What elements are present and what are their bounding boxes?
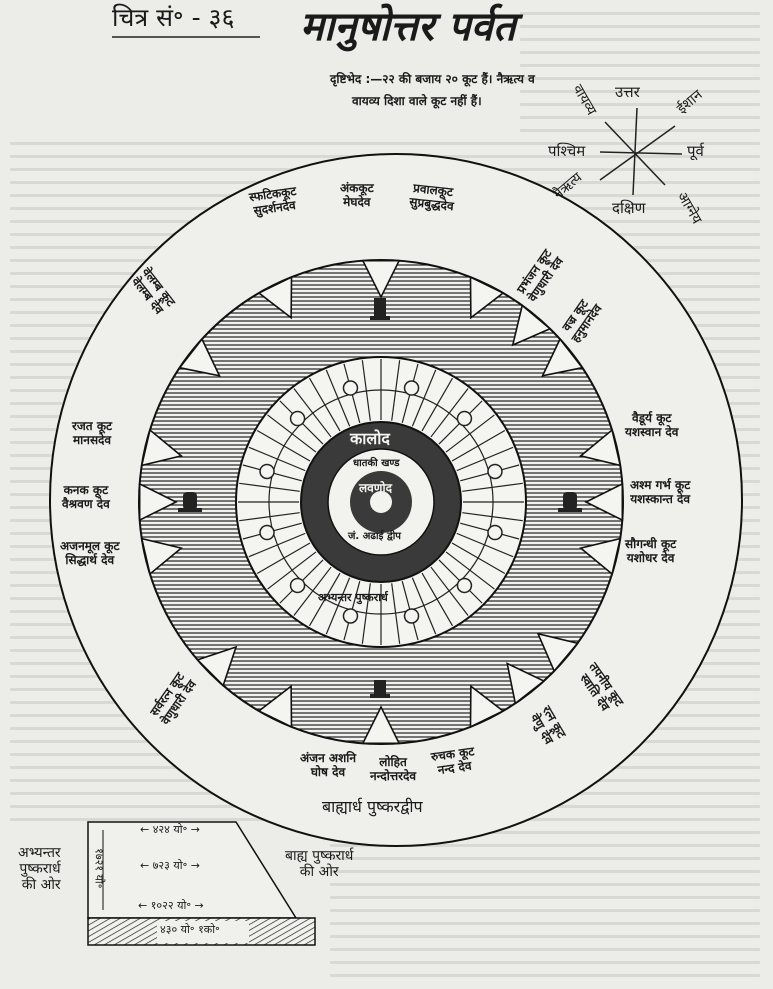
background-text-line	[330, 922, 760, 925]
node-circle	[289, 577, 306, 594]
node-circle	[342, 380, 359, 396]
background-text-line	[520, 77, 760, 80]
kuta-triangle	[469, 684, 505, 729]
kuta-triangle	[257, 275, 293, 320]
background-text-line	[520, 64, 760, 67]
note-line-2: वायव्य दिशा वाले कूट नहीं हैं।	[352, 94, 482, 108]
figure-number: चित्र सं॰ - ३६	[112, 3, 235, 32]
region-lavanod: लवणोद	[359, 481, 392, 495]
region-kalod: कालोद	[350, 429, 390, 448]
mid-width: ← ७२३ यो॰ →	[140, 859, 200, 872]
page-title: मानुषोत्तर पर्वत	[300, 4, 516, 50]
background-text-line	[520, 103, 760, 106]
kuta-triangle	[469, 275, 505, 320]
background-text-line	[520, 25, 760, 28]
node-circle	[259, 463, 275, 480]
node-circle	[342, 608, 359, 624]
background-text-line	[330, 948, 760, 951]
direction-north: उत्तर	[615, 83, 640, 101]
kuta-triangles	[138, 259, 624, 745]
region-jambu: जं. अढाई द्वीप	[348, 531, 401, 542]
kuta-triangle	[140, 428, 183, 467]
background-text-line	[330, 896, 760, 899]
top-width: ← ४२४ यो॰ →	[140, 823, 200, 836]
kuta-triangle	[140, 537, 183, 576]
background-text-line	[330, 974, 760, 977]
kuta-triangle	[584, 482, 624, 522]
kuta-triangle	[506, 662, 546, 705]
kuta-triangle	[536, 632, 579, 673]
background-text-line	[520, 129, 760, 132]
kuta-triangle	[196, 645, 238, 687]
kuta-triangle	[138, 482, 178, 522]
kuta-triangle	[361, 705, 401, 745]
cross-section	[87, 821, 316, 946]
background-text-line	[330, 844, 760, 847]
inner-pushkar-network	[238, 359, 524, 645]
node-circle	[403, 380, 420, 396]
direction-west: पश्चिम	[548, 142, 586, 160]
background-text-line	[520, 90, 760, 93]
background-text-line	[520, 12, 760, 15]
kuta-triangle	[257, 684, 293, 729]
kuta-triangle	[178, 337, 221, 377]
node-circle	[456, 410, 473, 427]
node-circle	[289, 410, 306, 427]
temple-icons	[178, 298, 582, 698]
node-circle	[487, 524, 503, 541]
direction-east: पूर्व	[687, 142, 704, 160]
background-text-line	[330, 857, 760, 860]
kuta-triangle	[511, 304, 552, 347]
background-text-line	[330, 883, 760, 886]
direction-south: दक्षिण	[612, 199, 646, 217]
jambudvipa	[370, 491, 392, 513]
base-width: ← १०२२ यो॰ →	[138, 899, 204, 912]
background-text-line	[10, 142, 760, 145]
background-text-line	[330, 909, 760, 912]
background-text-line	[330, 870, 760, 873]
background-text-line	[330, 935, 760, 938]
background-text-line	[520, 51, 760, 54]
background-text-line	[520, 38, 760, 41]
kuta-label: अंजन अशनिघोष देव	[300, 751, 357, 779]
network-ring	[268, 389, 494, 615]
kuta-triangle	[579, 537, 622, 576]
note-line-1: दृष्टिभेद :—२२ की बजाय २० कूट हैं। नैऋत्…	[330, 72, 535, 86]
background-text-line	[520, 116, 760, 119]
background-text-line	[330, 831, 760, 834]
region-inner-pushkar: अभ्यन्तर पुष्करार्ध	[318, 591, 388, 604]
node-circle	[456, 577, 473, 594]
kuta-triangle	[579, 428, 622, 467]
foundation-label: ४३० यो॰ १को॰	[160, 923, 220, 936]
region-dhatki: धातकी खण्ड	[353, 458, 400, 469]
height-label: १७२१ यो॰	[92, 848, 106, 889]
node-circle	[403, 608, 420, 624]
region-outer-pushkar: बाह्यार्ध पुष्करद्वीप	[322, 797, 423, 816]
compass-rose	[599, 107, 683, 196]
node-circle	[259, 524, 275, 541]
background-text-line	[330, 961, 760, 964]
node-circle	[487, 463, 503, 480]
kuta-triangle	[361, 259, 401, 299]
kuta-triangle	[541, 337, 584, 377]
